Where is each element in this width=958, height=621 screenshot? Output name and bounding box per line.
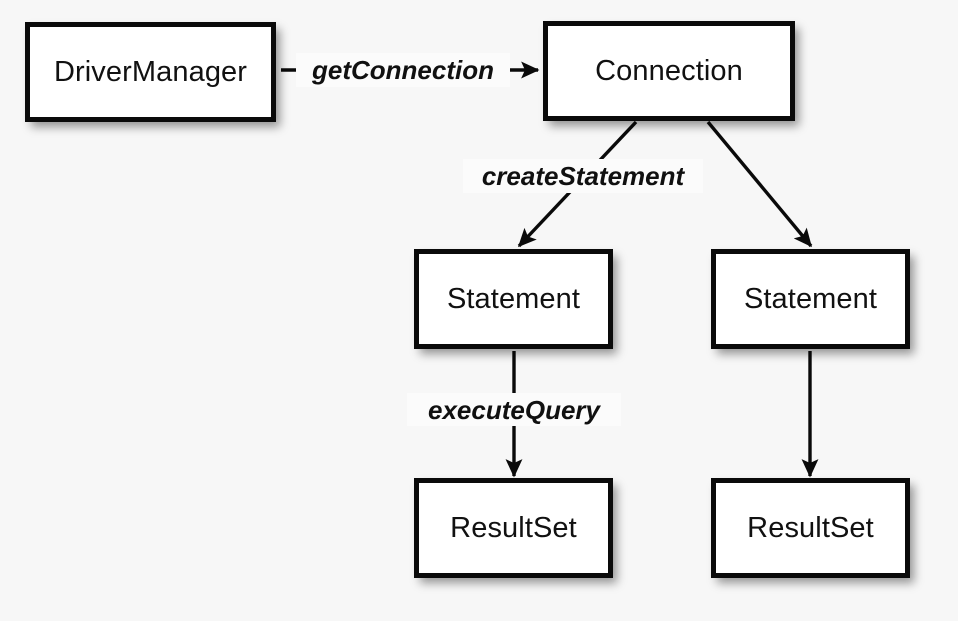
node-label-resultset-left: ResultSet (450, 511, 577, 544)
node-label-connection: Connection (595, 54, 743, 87)
node-driver-manager[interactable]: DriverManager (25, 22, 276, 122)
node-label-statement-left: Statement (446, 282, 581, 315)
node-statement-right[interactable]: Statement (711, 249, 910, 349)
node-statement-left[interactable]: Statement (414, 249, 613, 349)
node-resultset-right[interactable]: ResultSet (711, 478, 910, 578)
node-label-statement-right: Statement (743, 282, 878, 315)
node-label-driver-manager: DriverManager (53, 55, 248, 88)
edge-label-execute-query: executeQuery (407, 393, 621, 426)
node-resultset-left[interactable]: ResultSet (414, 478, 613, 578)
edge-label-create-statement: createStatement (463, 159, 703, 193)
node-label-resultset-right: ResultSet (747, 511, 874, 544)
edge-connection-to-statement-right (706, 120, 813, 248)
edge-label-get-connection: getConnection (296, 53, 510, 87)
node-connection[interactable]: Connection (543, 21, 795, 121)
